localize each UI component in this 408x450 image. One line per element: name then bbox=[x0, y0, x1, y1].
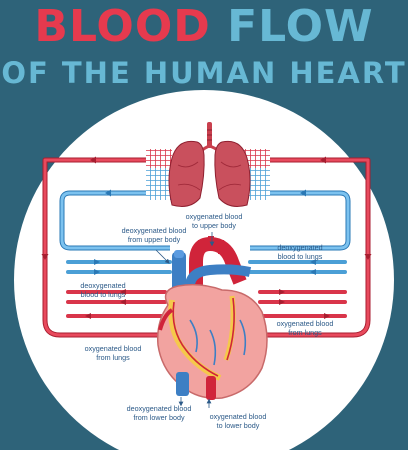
label-deoxy-lungs-right-1: deoxygenated bbox=[277, 243, 322, 252]
label-oxy-from-lungs-right-2: from lungs bbox=[288, 328, 322, 337]
label-deoxy-upper-1: deoxygenated blood bbox=[122, 226, 187, 235]
label-oxy-upper-1: oxygenated blood bbox=[186, 212, 243, 221]
label-deoxy-lower-2: from lower body bbox=[133, 413, 185, 422]
label-deoxy-lungs-right-2: blood to lungs bbox=[278, 252, 323, 261]
label-oxy-from-lungs-left-2: from lungs bbox=[96, 353, 130, 362]
left-vessel-bundle bbox=[66, 259, 172, 319]
title-word-blood: BLOOD bbox=[34, 1, 211, 52]
label-oxy-lower-1: oxygenated blood bbox=[210, 412, 267, 421]
lungs bbox=[168, 122, 251, 207]
label-oxy-upper-2: to upper body bbox=[192, 221, 236, 230]
systemic-loop bbox=[42, 157, 371, 338]
label-deoxy-lungs-left-1: deoxygenated bbox=[80, 281, 125, 290]
label-oxy-from-lungs-left-1: oxygenated blood bbox=[85, 344, 142, 353]
label-oxy-lower-2: to lower body bbox=[217, 421, 260, 430]
label-deoxy-lungs-left-2: blood to lungs bbox=[81, 290, 126, 299]
label-pointers bbox=[155, 232, 215, 408]
title-word-flow: FLOW bbox=[227, 1, 374, 52]
title-line-2: OF THE HUMAN HEART bbox=[1, 56, 407, 90]
loop-arrows bbox=[41, 156, 372, 260]
title-line-1: BLOOD FLOW bbox=[0, 2, 408, 52]
labels: oxygenated blood to upper body deoxygena… bbox=[80, 212, 333, 430]
label-deoxy-lower-1: deoxygenated blood bbox=[127, 404, 192, 413]
label-deoxy-upper-2: from upper body bbox=[128, 235, 181, 244]
right-vessel-bundle bbox=[248, 259, 347, 319]
label-oxy-from-lungs-right-1: oxygenated blood bbox=[277, 319, 334, 328]
